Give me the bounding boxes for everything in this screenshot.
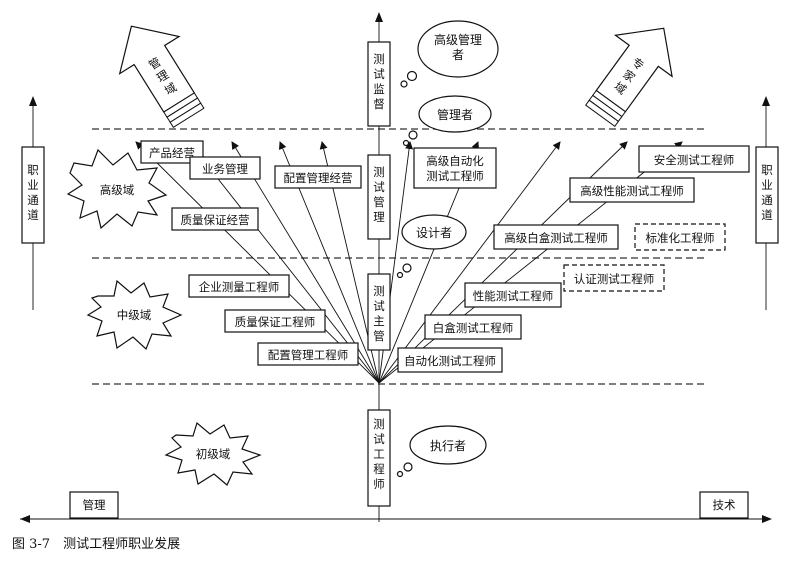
cert-test-engineer-box [563,264,665,292]
center-axis-arrow-icon [375,12,383,22]
test-engineer-box [367,409,391,507]
designer-label: 设计者 [416,226,452,240]
management-roles: 产品经营 业务管理 配置管理经营 质量保证经营 企业测量工程师 质量保证工程师 … [140,140,362,366]
automation-test-engineer-label: 自动化测试工程师 [404,354,496,368]
test-management-label: 测试管理 [373,165,385,224]
standardization-engineer-label: 标准化工程师 [646,231,715,245]
senior-auto-test-engineer-label: 高级自动化测试工程师 [426,154,484,183]
security-test-engineer-label: 安全测试工程师 [654,153,735,167]
bottom-axis-right-arrow-icon [762,515,772,523]
arrow-to-senior-perf [378,141,561,384]
config-mgmt-operation-label: 配置管理经营 [284,171,353,185]
test-supervisor-label: 测试主管 [373,284,385,343]
test-engineer-label: 测试工程师 [373,417,385,491]
test-management-box [367,154,391,240]
expert-domain-arrow: 专家域 [584,27,673,127]
qa-operation-label: 质量保证经营 [181,213,250,227]
left-career-channel-label: 职业通道 [27,163,39,222]
senior-perf-test-engineer-box [569,177,695,203]
whitebox-test-engineer-label: 白盒测试工程师 [433,321,514,335]
technical-roles: 自动化测试工程师 白盒测试工程师 性能测试工程师 认证测试工程师 高级白盒测试工… [397,145,750,373]
senior-whitebox-test-engineer-box [493,224,619,250]
enterprise-measure-label: 企业测量工程师 [199,280,280,294]
figure-caption: 图 3-7 测试工程师职业发展 [12,536,180,552]
enterprise-measure-box [188,274,290,298]
senior-perf-test-engineer-label: 高级性能测试工程师 [580,184,684,198]
config-mgmt-engineer-label: 配置管理工程师 [268,348,349,362]
technical-axis-label: 技术 [713,498,736,512]
business-mgmt-box [189,156,261,180]
technical-axis-box [699,491,749,519]
management-axis-label: 管理 [83,498,106,512]
cert-test-engineer-label: 认证测试工程师 [574,272,655,286]
right-channel-arrow-icon [762,96,770,106]
management-axis-box [69,491,119,519]
config-mgmt-operation-box [274,165,362,189]
right-career-channel-box [755,146,779,244]
qa-engineer-box [224,309,326,333]
left-channel-arrow-icon [29,96,37,106]
management-domain-arrow: 管理域 [118,25,205,129]
right-career-channel-label: 职业通道 [761,163,773,222]
senior-whitebox-test-engineer-label: 高级白盒测试工程师 [504,231,608,245]
middle-region-label: 中级域 [117,308,152,322]
automation-test-engineer-box [397,347,503,373]
bottom-axis-left-arrow-icon [20,515,30,523]
left-career-channel-box [21,146,45,244]
junior-region-burst [164,421,262,486]
qa-engineer-label: 质量保证工程师 [235,315,316,329]
standardization-engineer-box [634,223,726,251]
test-supervision-label: 测试监督 [373,52,385,111]
product-operation-label: 产品经营 [149,146,195,160]
senior-manager-label: 高级管理者 [434,32,482,62]
performance-test-engineer-label: 性能测试工程师 [473,289,554,303]
manager-label: 管理者 [437,107,473,122]
product-operation-box [140,140,204,164]
test-supervision-box [367,41,391,127]
senior-auto-test-engineer-box [413,147,497,189]
executor-bubble: 执行者 [396,425,487,478]
senior-region-label: 高级域 [100,183,135,197]
config-mgmt-engineer-box [257,342,359,366]
qa-operation-box [171,207,259,231]
security-test-engineer-box [638,145,750,173]
performance-test-engineer-box [464,282,562,308]
designer-bubble: 设计者 [396,214,467,279]
senior-manager-bubble: 高级管理者 [400,20,499,88]
whitebox-test-engineer-box [424,314,522,340]
junior-region-label: 初级域 [196,447,231,461]
senior-region-burst [66,148,168,230]
business-mgmt-label: 业务管理 [202,162,248,176]
manager-bubble: 管理者 [402,95,492,147]
test-supervisor-box [367,273,391,351]
executor-label: 执行者 [430,439,466,453]
middle-region-burst [86,279,183,351]
